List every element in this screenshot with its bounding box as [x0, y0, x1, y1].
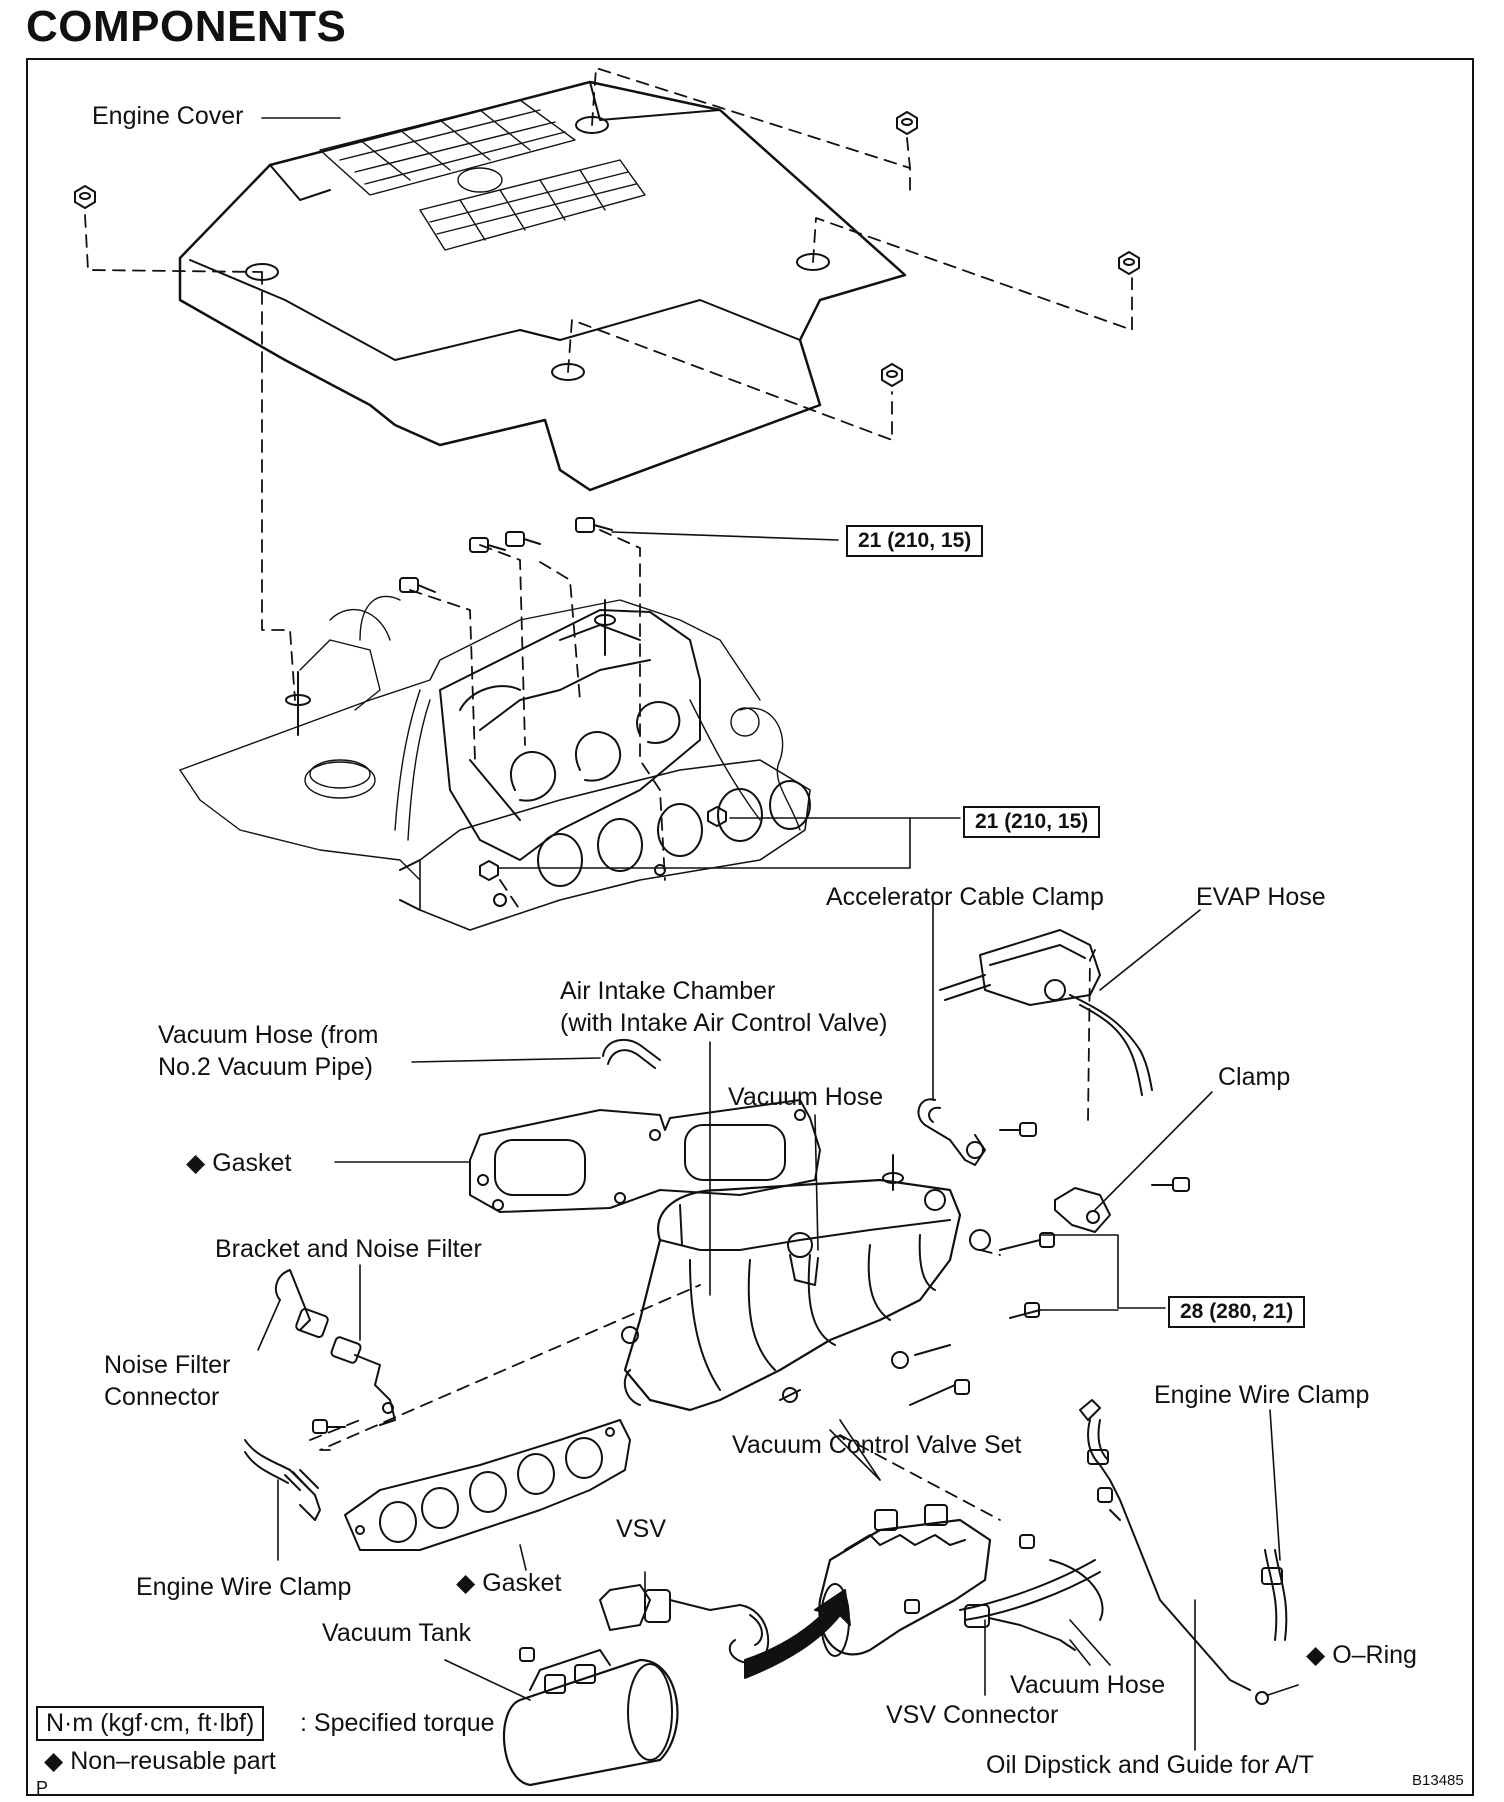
- label-bracket-noise-filter: Bracket and Noise Filter: [215, 1235, 482, 1263]
- engine-cover-illustration: [178, 80, 907, 492]
- label-vacuum-hose-top: Vacuum Hose: [728, 1083, 884, 1111]
- label-noise-filter-connector: Noise Filter: [104, 1351, 231, 1379]
- label-vsv: VSV: [616, 1515, 667, 1543]
- label-oil-dipstick: Oil Dipstick and Guide for A/T: [986, 1751, 1314, 1779]
- torque-leaders: [497, 531, 1166, 1311]
- accelerator-cable-clamp-illustration: [917, 1098, 1037, 1166]
- evap-hose-illustration: [939, 929, 1153, 1096]
- label-vacuum-hose-from-line2: No.2 Vacuum Pipe): [158, 1053, 373, 1081]
- intake-chamber-removed: [621, 1154, 962, 1412]
- vsv-illustration: [599, 1584, 770, 1664]
- engine-wire-clamp-illustration: [244, 1439, 321, 1521]
- label-engine-wire-clamp-left: Engine Wire Clamp: [136, 1573, 352, 1601]
- clamp-illustration: [1054, 1177, 1190, 1233]
- diamond-icon: ◆: [186, 1149, 206, 1177]
- vacuum-hose-small-illustration: [602, 1038, 661, 1061]
- vacuum-tank-illustration: [502, 1647, 679, 1787]
- label-vacuum-tank: Vacuum Tank: [322, 1619, 472, 1647]
- upper-bolt-icons: [285, 517, 727, 881]
- oil-dipstick-illustration: [1079, 1399, 1288, 1705]
- figure-code: B13485: [1412, 1772, 1464, 1789]
- label-noise-filter-connector-line2: Connector: [104, 1383, 220, 1411]
- legend-nonreusable: ◆ Non–reusable part: [44, 1747, 276, 1775]
- vacuum-control-valve-set-illustration: [818, 1504, 1104, 1657]
- label-vacuum-hose-from: Vacuum Hose (from: [158, 1021, 379, 1049]
- label-gasket-bottom: ◆ Gasket: [456, 1569, 562, 1597]
- cover-nut-icons: [74, 111, 1140, 387]
- intake-chamber-installed: [399, 609, 811, 931]
- torque-box-2: 21 (210, 15): [963, 806, 1101, 838]
- engine-block-illustration: [179, 595, 801, 881]
- label-accelerator-cable-clamp: Accelerator Cable Clamp: [826, 883, 1104, 911]
- label-vacuum-hose-bottom: Vacuum Hose: [1010, 1671, 1166, 1699]
- label-clamp: Clamp: [1218, 1063, 1291, 1091]
- label-vacuum-control-valve-set: Vacuum Control Valve Set: [732, 1431, 1022, 1459]
- direction-arrow-icon: [744, 1589, 851, 1679]
- diamond-icon: ◆: [1306, 1641, 1326, 1669]
- page-title: COMPONENTS: [26, 2, 347, 51]
- chamber-bolt-icons: [779, 1229, 1055, 1406]
- legend-torque-unit: N·m (kgf·cm, ft·lbf): [36, 1706, 265, 1741]
- diamond-icon: ◆: [456, 1569, 476, 1597]
- torque-box-1: 21 (210, 15): [846, 525, 984, 557]
- label-engine-wire-clamp-right: Engine Wire Clamp: [1154, 1381, 1370, 1409]
- label-air-intake-chamber: Air Intake Chamber: [560, 977, 776, 1005]
- gasket-lower-illustration: [344, 1419, 631, 1551]
- label-gasket-top: ◆ Gasket: [186, 1149, 292, 1177]
- torque-box-3: 28 (280, 21): [1168, 1296, 1306, 1328]
- label-air-intake-chamber-note: (with Intake Air Control Valve): [560, 1009, 888, 1037]
- label-engine-cover: Engine Cover: [92, 102, 244, 130]
- label-leader-lines: [257, 117, 1299, 1751]
- noise-filter-illustration: [274, 1269, 396, 1434]
- alignment-dashed-lines: [84, 67, 1133, 1521]
- legend-torque-desc: : Specified torque: [300, 1709, 495, 1737]
- label-o-ring: ◆ O–Ring: [1306, 1641, 1417, 1669]
- label-vsv-connector: VSV Connector: [886, 1701, 1059, 1729]
- label-evap-hose: EVAP Hose: [1196, 883, 1326, 911]
- gasket-upper-illustration: [469, 1099, 821, 1213]
- page-mark: P: [36, 1778, 49, 1798]
- diagram-frame: [26, 58, 1474, 1796]
- diamond-icon: ◆: [44, 1747, 64, 1775]
